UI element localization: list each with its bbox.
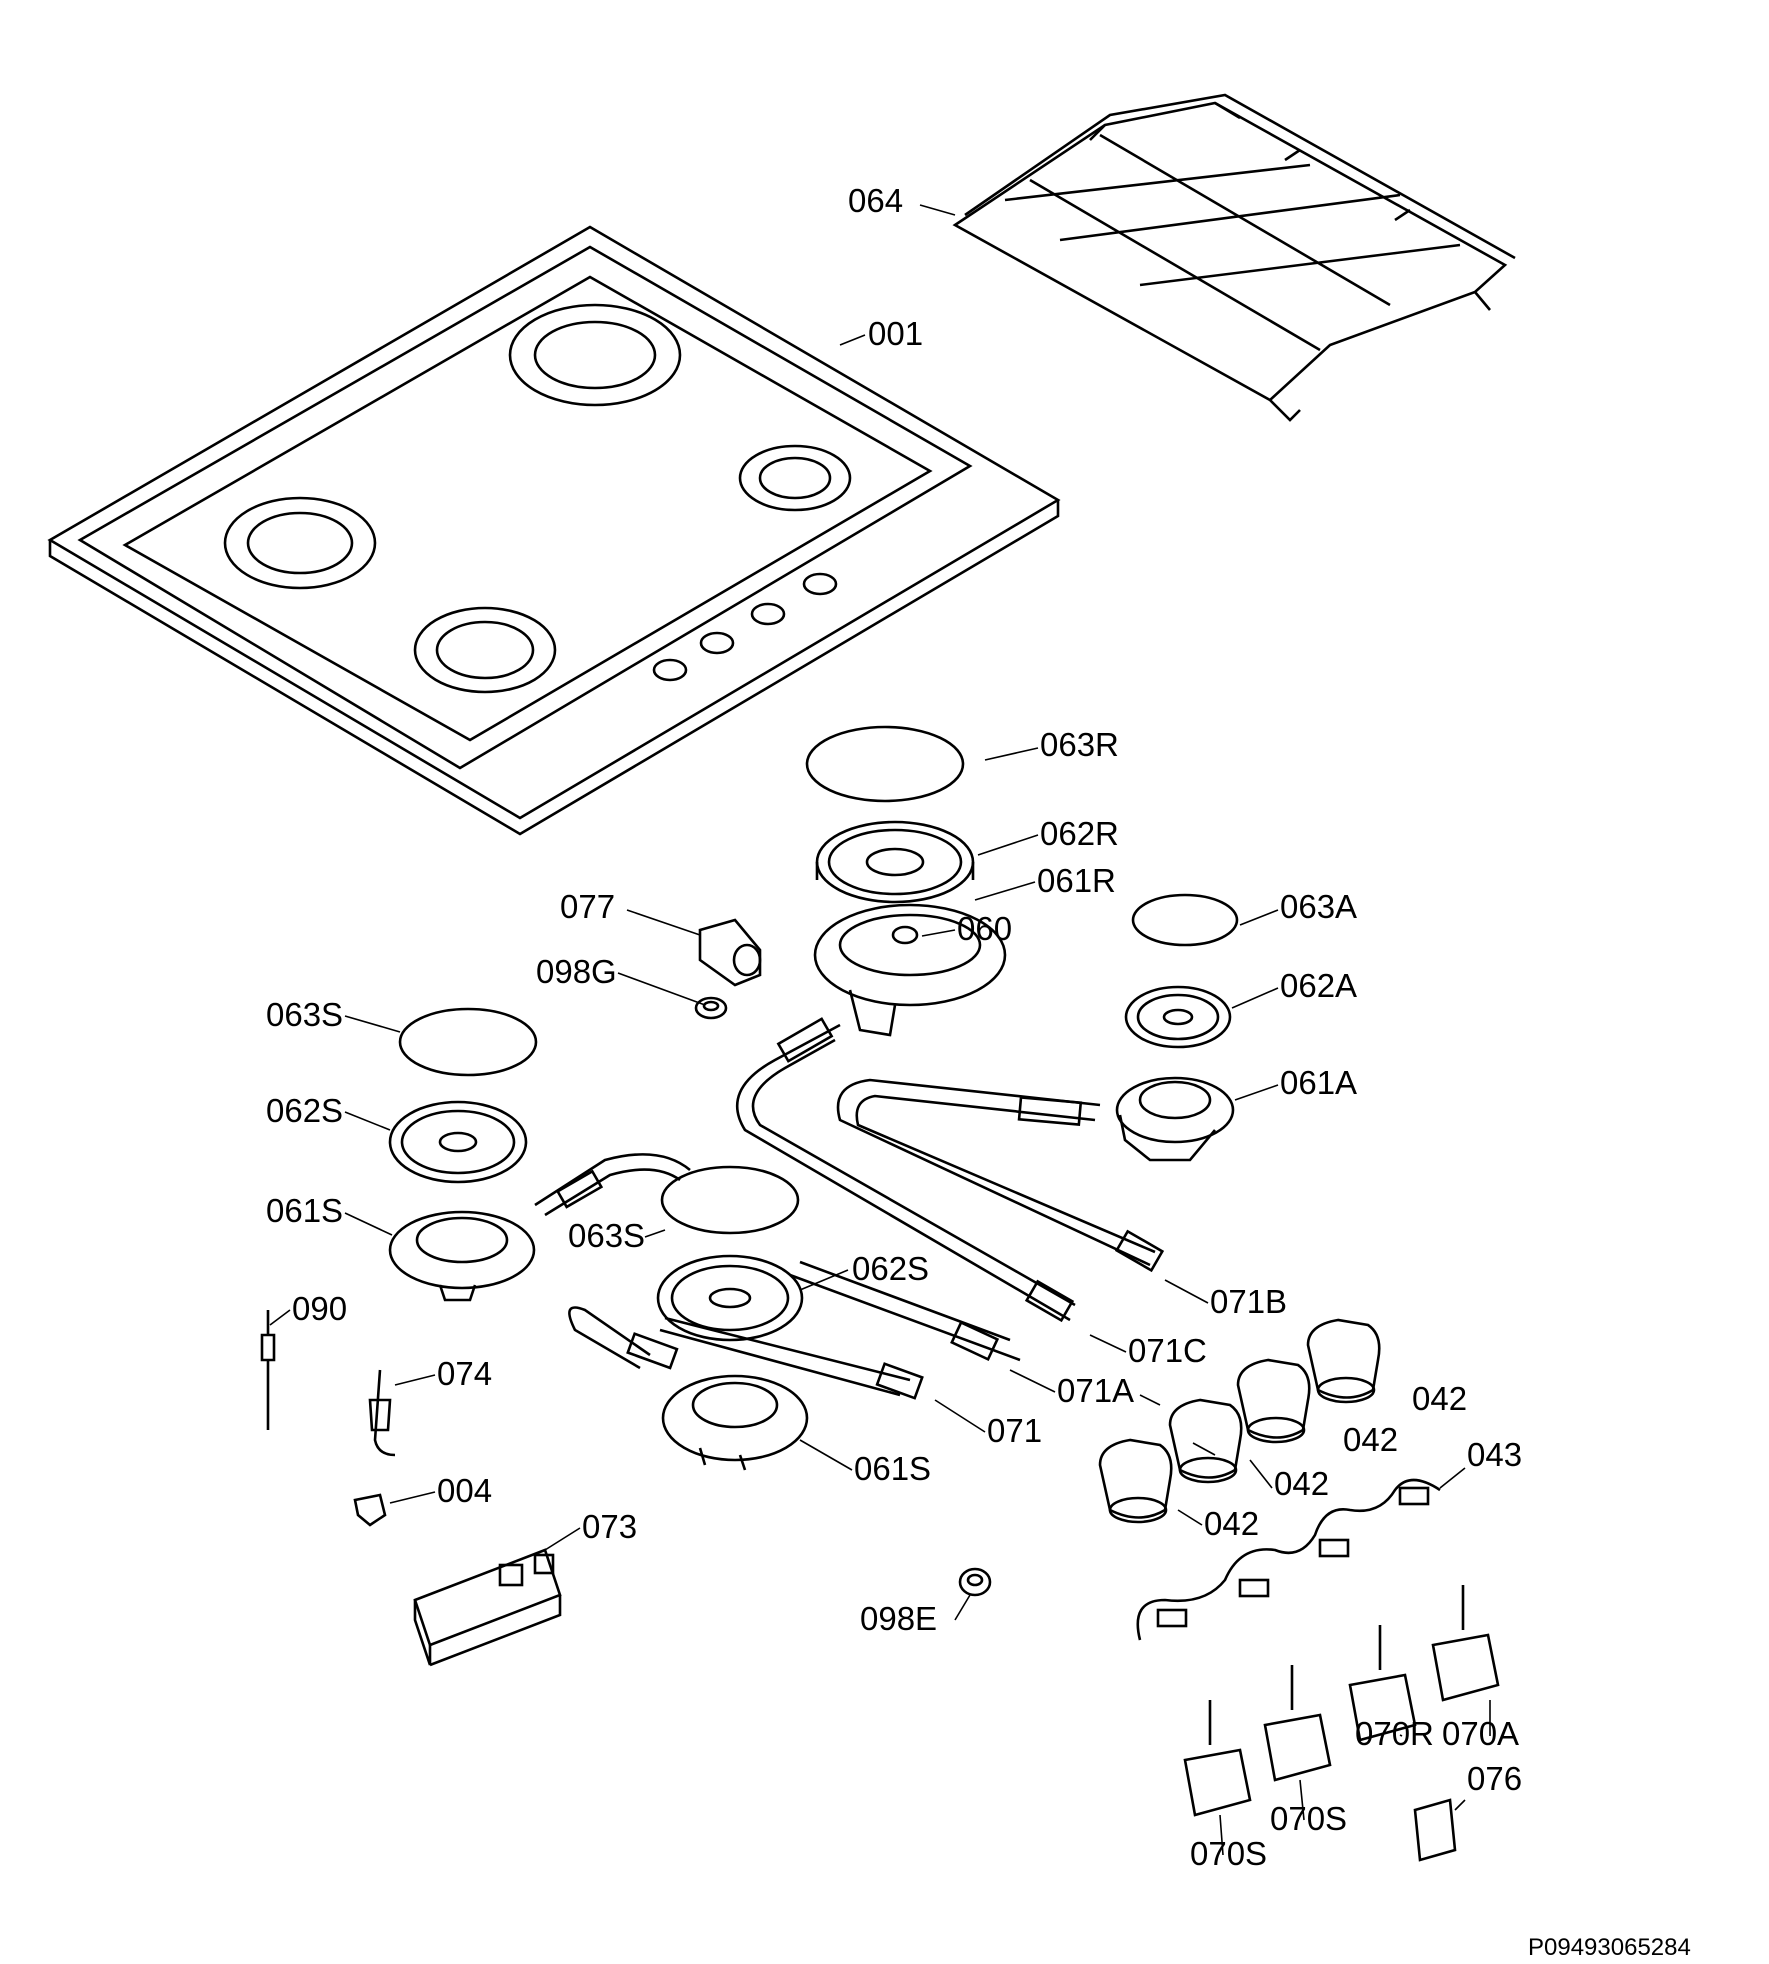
label-098e: 098E: [860, 1600, 937, 1637]
label-061s-left: 061S: [266, 1192, 343, 1229]
knob: [1168, 1398, 1243, 1484]
label-042-second: 042: [1343, 1421, 1398, 1458]
hob-top-plate: [47, 225, 1061, 836]
label-070s-right: 070S: [1270, 1800, 1347, 1837]
label-077: 077: [560, 888, 615, 925]
label-043: 043: [1467, 1436, 1522, 1473]
bracket-076: [1413, 1798, 1457, 1862]
label-062r: 062R: [1040, 815, 1119, 852]
semi-rapid-burner-right: [656, 1165, 809, 1471]
label-071c: 071C: [1128, 1332, 1207, 1369]
label-062a: 062A: [1280, 967, 1357, 1004]
label-074: 074: [437, 1355, 492, 1392]
label-063s-left: 063S: [266, 996, 343, 1033]
sealing-washer-098g: [694, 996, 728, 1020]
valve: [1348, 1625, 1417, 1742]
thermocouple-090: [260, 1310, 276, 1430]
label-073: 073: [582, 1508, 637, 1545]
valve: [1431, 1585, 1500, 1702]
label-076: 076: [1467, 1760, 1522, 1797]
gas-pipes: [534, 1017, 1165, 1400]
rapid-burner-assembly: [805, 725, 1007, 1037]
document-id: P09493065284: [1528, 1934, 1691, 1961]
spark-generator-073: [413, 1548, 562, 1667]
knob: [1098, 1438, 1173, 1524]
knob: [1306, 1318, 1381, 1404]
label-004: 004: [437, 1472, 492, 1509]
seal-ring-098e: [958, 1567, 992, 1597]
control-knobs: [1098, 1318, 1381, 1524]
label-090: 090: [292, 1290, 347, 1327]
label-071a: 071A: [1057, 1372, 1134, 1409]
part-labels: 064 001 063R 062R 061R 060 077 098G 063A…: [266, 182, 1522, 1872]
ignition-electrode-074: [368, 1369, 396, 1457]
ignition-wiring-harness: [1136, 1478, 1441, 1641]
valve: [1183, 1700, 1252, 1817]
label-071: 071: [987, 1412, 1042, 1449]
leader-lines: [269, 204, 1491, 1856]
semi-rapid-burner-left: [388, 1007, 538, 1302]
label-062s-left: 062S: [266, 1092, 343, 1129]
gas-inlet-elbow: [698, 918, 762, 987]
knob: [1236, 1358, 1311, 1444]
label-061s-right: 061S: [854, 1450, 931, 1487]
label-061r: 061R: [1037, 862, 1116, 899]
clip-004: [353, 1493, 387, 1527]
gas-valves: [1183, 1585, 1500, 1817]
label-062s-right: 062S: [852, 1250, 929, 1287]
label-042-top: 042: [1412, 1380, 1467, 1417]
label-042-bottom: 042: [1204, 1505, 1259, 1542]
label-063r: 063R: [1040, 726, 1119, 763]
label-061a: 061A: [1280, 1064, 1357, 1101]
label-063s-right: 063S: [568, 1217, 645, 1254]
label-064: 064: [848, 182, 903, 219]
label-070r: 070R: [1355, 1715, 1434, 1752]
label-001: 001: [868, 315, 923, 352]
pan-support-grid: [952, 93, 1516, 422]
label-060: 060: [957, 910, 1012, 947]
label-098g: 098G: [536, 953, 617, 990]
valve: [1263, 1665, 1332, 1782]
auxiliary-burner-assembly: [1115, 893, 1239, 1162]
label-070a: 070A: [1442, 1715, 1519, 1752]
label-071b: 071B: [1210, 1283, 1287, 1320]
label-063a: 063A: [1280, 888, 1357, 925]
label-042-third: 042: [1274, 1465, 1329, 1502]
label-070s-left: 070S: [1190, 1835, 1267, 1872]
